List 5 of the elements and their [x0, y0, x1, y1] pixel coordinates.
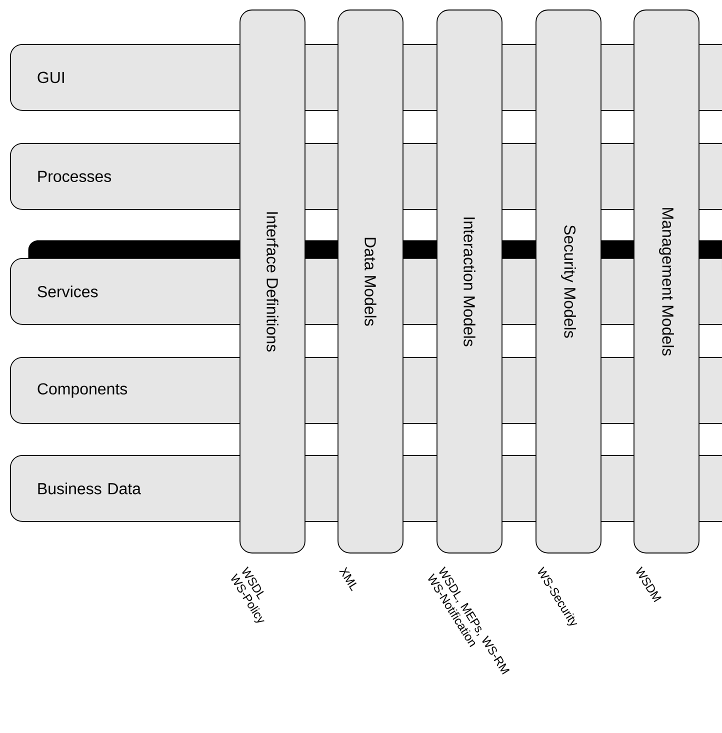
- column-box: Management Models: [634, 10, 700, 554]
- column-box: Interaction Models: [436, 10, 502, 554]
- column-box: Data Models: [338, 10, 404, 554]
- column-box: Security Models: [536, 10, 602, 554]
- column-box: Interface Definitions: [240, 10, 306, 554]
